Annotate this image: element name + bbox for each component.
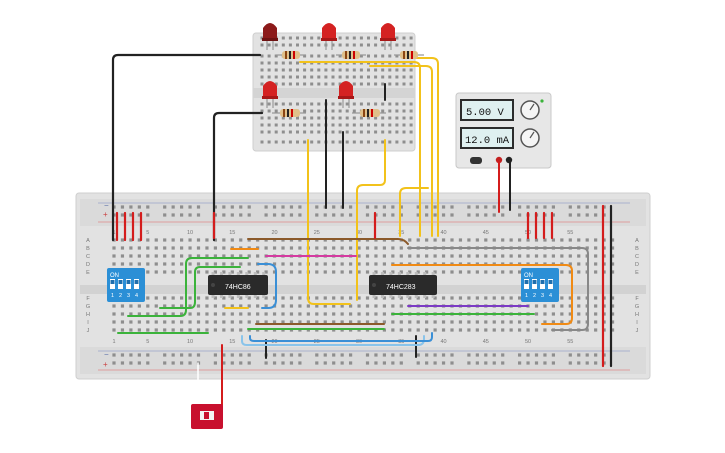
wire-yellow-4[interactable] [369, 65, 433, 237]
wire-black-rail-to-led-2[interactable] [212, 111, 264, 242]
row-letter-a: A [635, 238, 639, 244]
column-number-bottom-45: 45 [483, 339, 489, 345]
row-letter-h: H [86, 312, 90, 318]
led-red[interactable] [262, 81, 278, 108]
led-red[interactable] [338, 81, 354, 108]
row-letter-c: C [86, 254, 90, 260]
resistor[interactable] [394, 51, 424, 59]
row-letter-g: G [86, 304, 90, 310]
rail-plus-label-top: + [103, 210, 108, 219]
rail-minus-label-top: − [104, 201, 109, 210]
column-number-top-25: 25 [314, 230, 320, 236]
rail-plus-label-bottom: + [103, 360, 108, 369]
resistor[interactable] [272, 109, 306, 117]
column-number-top-35: 35 [398, 230, 404, 236]
row-letter-b: B [635, 246, 639, 252]
rail-minus-label-bottom: − [104, 350, 109, 359]
wire-green-3[interactable] [159, 266, 241, 309]
current-readout: 12.0 mA [465, 135, 510, 147]
dip-position-label: 4 [549, 293, 552, 299]
column-number-top-55: 55 [567, 230, 573, 236]
row-letter-i: I [636, 320, 638, 326]
row-letter-d: D [635, 262, 639, 268]
dip-position-label: 1 [525, 293, 528, 299]
wires [111, 53, 613, 406]
led-red[interactable] [321, 23, 337, 50]
column-number-bottom-50: 50 [525, 339, 531, 345]
column-number-bottom-40: 40 [440, 339, 446, 345]
wire-yellow-5[interactable] [405, 57, 439, 237]
voltage-readout: 5.00 V [466, 107, 505, 119]
dip-position-label: 3 [541, 293, 544, 299]
row-letter-j: J [87, 328, 90, 334]
slide-switch[interactable] [191, 404, 223, 429]
led-red[interactable] [380, 23, 396, 50]
dip-position-label: 4 [135, 293, 138, 299]
row-letter-a: A [86, 238, 90, 244]
column-number-bottom-15: 15 [229, 339, 235, 345]
voltage-display [462, 101, 512, 119]
column-number-top-15: 15 [229, 230, 235, 236]
chip-74hc86[interactable]: 74HC86 [208, 272, 268, 298]
wire-yellow-2[interactable] [356, 139, 386, 301]
column-number-top-30: 30 [356, 230, 362, 236]
row-letter-f: F [635, 296, 639, 302]
wire-blue-loop[interactable] [257, 263, 277, 309]
wire-brown-top[interactable] [247, 238, 409, 245]
row-letter-c: C [635, 254, 639, 260]
column-number-top-5: 5 [146, 230, 149, 236]
led-red[interactable] [262, 23, 278, 50]
column-number-bottom-10: 10 [187, 339, 193, 345]
column-number-top-10: 10 [187, 230, 193, 236]
row-letter-b: B [86, 246, 90, 252]
wire-yellow-1[interactable] [307, 139, 351, 305]
row-letter-e: E [635, 270, 639, 276]
resistor[interactable] [352, 109, 386, 117]
wire-blue-bottom[interactable] [249, 332, 433, 342]
column-number-top-20: 20 [271, 230, 277, 236]
row-letter-i: I [87, 320, 89, 326]
chip-74hc283[interactable]: 74HC283 [369, 272, 437, 298]
wire-grey[interactable] [407, 247, 589, 331]
positive-terminal[interactable] [495, 156, 503, 164]
chip-label-74hc283: 74HC283 [386, 284, 416, 291]
wire-yellow-3[interactable] [299, 61, 421, 237]
row-letter-j: J [636, 328, 639, 334]
current-display [462, 129, 512, 147]
resistor[interactable] [276, 51, 306, 59]
column-number-bottom-55: 55 [567, 339, 573, 345]
dip-on-label: ON [110, 273, 119, 279]
wire-green-2[interactable] [127, 257, 249, 317]
power-indicator-light [540, 99, 544, 103]
row-letter-d: D [86, 262, 90, 268]
column-number-top-40: 40 [440, 230, 446, 236]
dip-position-label: 3 [127, 293, 130, 299]
wire-yellow-6[interactable] [399, 187, 429, 237]
wire-orange-long[interactable] [391, 264, 573, 325]
resistor[interactable] [336, 51, 366, 59]
row-letter-g: G [635, 304, 639, 310]
power-supply[interactable]: 5.00 V 12.0 mA [455, 92, 552, 169]
dip-position-label: 2 [533, 293, 536, 299]
row-letter-h: H [635, 312, 639, 318]
column-number-top-45: 45 [483, 230, 489, 236]
chip-label-74hc86: 74HC86 [225, 284, 251, 291]
dip-position-label: 1 [111, 293, 114, 299]
dip-position-label: 2 [119, 293, 122, 299]
led-breadboard[interactable] [252, 32, 416, 152]
row-letter-e: E [86, 270, 90, 276]
power-switch[interactable] [470, 157, 482, 164]
dip-on-label: ON [524, 273, 533, 279]
column-number-bottom-5: 5 [146, 339, 149, 345]
wire-black-rail-to-led[interactable] [111, 53, 262, 242]
column-number-bottom-1: 1 [112, 339, 115, 345]
row-letter-f: F [86, 296, 90, 302]
